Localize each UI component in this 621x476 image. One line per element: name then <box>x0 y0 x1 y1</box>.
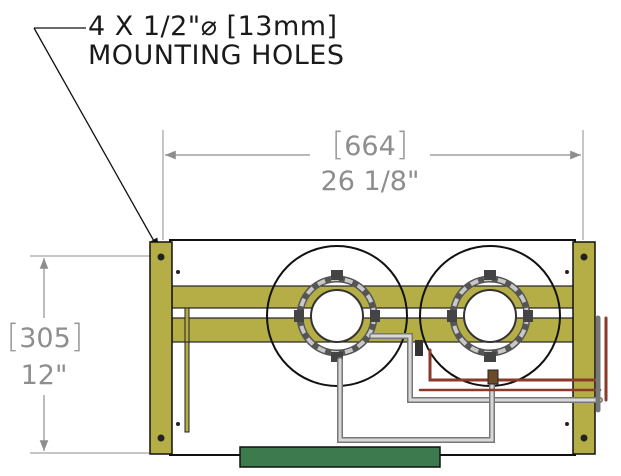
height-dimension <box>30 255 150 454</box>
callout-line-1: 4 X 1/2"⌀ [13mm] <box>88 11 338 42</box>
height-metric-value: 305 <box>19 323 71 354</box>
width-dimension <box>162 130 584 240</box>
height-metric-label: [305] <box>6 317 84 355</box>
callout-line-2: MOUNTING HOLES <box>88 40 345 71</box>
callout-leader <box>33 27 160 251</box>
width-metric-label: [664] <box>331 125 409 163</box>
refrigerant-piping <box>337 315 608 443</box>
mounting-hole <box>157 253 165 261</box>
height-imperial-label: 12" <box>20 360 68 391</box>
left-mounting-bracket <box>149 241 180 455</box>
right-fan-assembly <box>419 245 561 387</box>
base-plate <box>239 446 441 468</box>
mounting-hole <box>580 253 588 261</box>
width-imperial-label: 26 1/8" <box>320 166 420 197</box>
mounting-hole <box>157 434 165 442</box>
mounting-hole <box>580 434 588 442</box>
width-metric-value: 664 <box>344 131 396 162</box>
